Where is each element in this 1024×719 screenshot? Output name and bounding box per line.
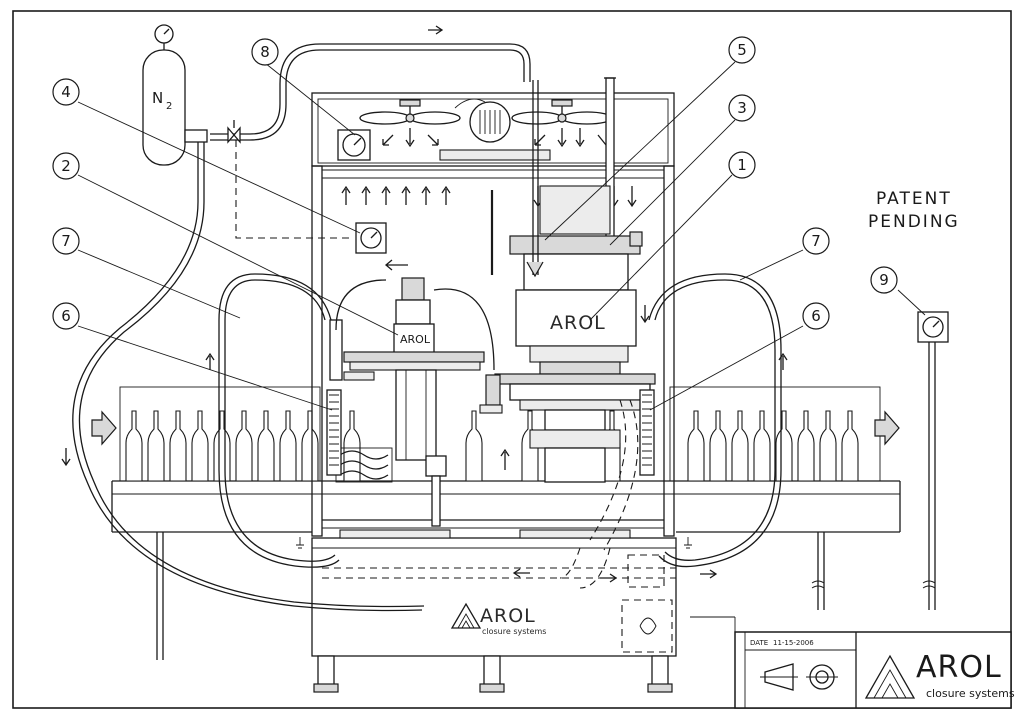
ground-symbols [296, 537, 692, 549]
bottle [775, 410, 793, 482]
nitrogen-cylinder: N 2 [142, 24, 241, 166]
callout-2-number: 2 [61, 157, 71, 175]
filler-brand-label: AROL [400, 333, 431, 346]
bottle [687, 410, 705, 482]
callout-2: 2 [52, 152, 80, 180]
base-brand-tagline: closure systems [482, 627, 546, 636]
uv-heater-right [639, 389, 655, 476]
bottle [731, 410, 749, 482]
vacuum-pump [621, 554, 673, 653]
bottle [147, 410, 165, 482]
callout-3-number: 3 [737, 99, 747, 117]
callout-7-right: 7 [802, 227, 830, 255]
outfeed-bottles [687, 410, 859, 482]
filler-head: AROL [329, 259, 650, 527]
bottle [465, 410, 483, 482]
patent-line-2: PENDING [868, 212, 960, 232]
bottle [709, 410, 727, 482]
base-brand-name: AROL [480, 605, 536, 627]
bottle [343, 410, 361, 482]
callout-7-right-number: 7 [811, 232, 821, 250]
callouts: 8 4 2 7 6 5 3 1 [52, 36, 926, 411]
airflow-up-arrows [341, 185, 451, 205]
pressure-gauge-9 [917, 311, 949, 610]
bottle [753, 410, 771, 482]
bottle [301, 410, 319, 482]
callout-5: 5 [728, 36, 756, 64]
bottle [819, 410, 837, 482]
patent-line-1: PATENT [876, 189, 952, 209]
callout-7-left-number: 7 [61, 232, 71, 250]
date-value: 11-15-2006 [773, 639, 814, 647]
infeed-bottles [125, 410, 621, 482]
arol-logo-icon [864, 654, 916, 699]
callout-3: 3 [728, 94, 756, 122]
bottle [279, 410, 297, 482]
callout-6-left: 6 [52, 302, 80, 330]
drawing-frame [12, 10, 1012, 709]
bottle [797, 410, 815, 482]
bottle [841, 410, 859, 482]
callout-1: 1 [728, 151, 756, 179]
title-block: DATE 11-15-2006 AROL closure systems [690, 616, 1015, 709]
callout-6-left-number: 6 [61, 307, 71, 325]
bottle [169, 410, 187, 482]
callout-4-number: 4 [61, 83, 71, 101]
pressure-gauge-4 [355, 222, 387, 254]
callout-6-right: 6 [802, 302, 830, 330]
uv-heater-left [326, 389, 342, 476]
gas-label-subscript: 2 [166, 101, 172, 112]
bottle [125, 410, 143, 482]
base-brand: AROL closure systems [450, 602, 546, 636]
bottle [235, 410, 253, 482]
callout-9-number: 9 [879, 271, 889, 289]
title-brand-name: AROL [916, 650, 1002, 685]
bottle [191, 410, 209, 482]
bottle [257, 410, 275, 482]
callout-6-right-number: 6 [811, 307, 821, 325]
bottle [213, 410, 231, 482]
callout-9: 9 [870, 266, 898, 294]
date-label: DATE [750, 639, 768, 647]
capper-brand-label: AROL [550, 312, 606, 334]
callout-1-number: 1 [737, 156, 747, 174]
callout-5-number: 5 [737, 41, 747, 59]
callout-7-left: 7 [52, 227, 80, 255]
callout-8-number: 8 [260, 43, 270, 61]
capping-head: AROL [494, 77, 656, 483]
title-brand-tagline: closure systems [926, 687, 1015, 700]
callout-8: 8 [251, 38, 279, 66]
callout-4: 4 [52, 78, 80, 106]
gas-label: N [152, 89, 163, 107]
hood-fans [337, 98, 613, 161]
conveyor [91, 386, 901, 660]
nitrogen-piping [61, 25, 788, 612]
